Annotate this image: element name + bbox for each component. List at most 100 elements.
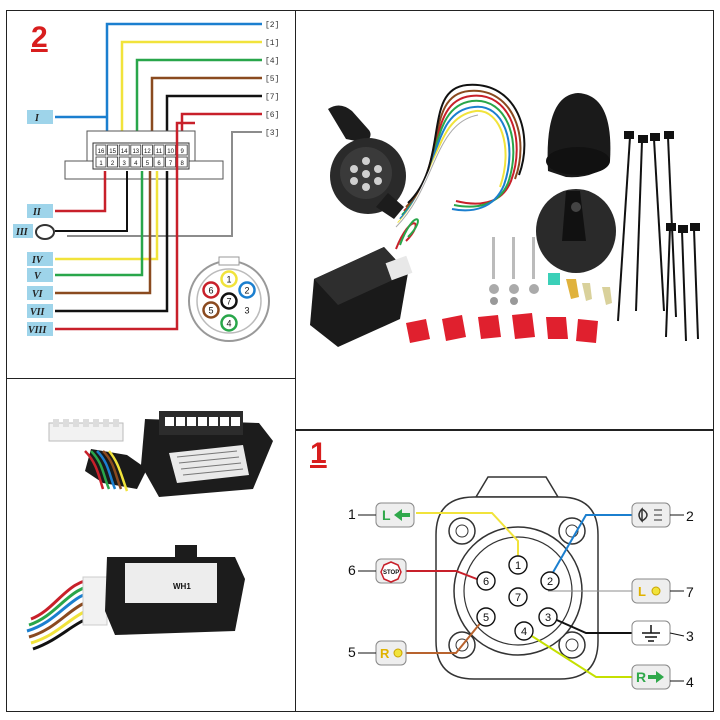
wire-VIII <box>55 121 195 331</box>
stop-text: STOP <box>383 570 399 576</box>
connector-label-3: [3] <box>265 129 279 138</box>
reverse-letter: R <box>380 646 390 661</box>
socket-pin-2 <box>238 281 256 299</box>
right-indicator-letter: R <box>636 669 646 685</box>
icon-fog-light <box>631 502 671 528</box>
module-pin-bottom-5 <box>141 156 153 168</box>
rubber-gasket <box>536 189 616 273</box>
ground-icon <box>642 625 660 642</box>
wire-blue-top <box>105 22 262 151</box>
module-pin-top-label: 11 <box>156 149 163 155</box>
connector-label-7: [7] <box>265 93 279 102</box>
module-pin-bottom-2 <box>107 156 118 168</box>
main-pin-7 <box>508 587 528 607</box>
module-pin-top-13 <box>130 144 142 156</box>
connector-label-1: [1] <box>265 39 279 48</box>
module-pin-bottom-1 <box>95 156 107 168</box>
stop-sign-icon <box>380 561 402 583</box>
callout-7: 7 <box>686 584 694 600</box>
connector-label-2: [2] <box>265 21 279 30</box>
callout-6: 6 <box>348 562 356 578</box>
wire-III <box>55 171 128 232</box>
main-pin-2 <box>540 571 560 591</box>
roman-labels: I II III IV V VI VII VIII <box>13 110 55 336</box>
main-pin-label-3: 3 <box>545 612 551 624</box>
main-pin-label-5: 5 <box>483 612 489 624</box>
roman-label-III: III <box>15 227 29 238</box>
main-pin-label-1: 1 <box>515 560 521 572</box>
module-pin-top-15 <box>107 144 118 156</box>
socket-pin-6 <box>202 281 220 299</box>
terminals <box>566 279 612 305</box>
callout-5: 5 <box>348 644 356 660</box>
left-indicator-letter: L <box>382 507 391 523</box>
callout-3: 3 <box>686 628 694 644</box>
panel-number-1: 1 <box>310 437 327 470</box>
module-pin-bottom-label: 6 <box>157 161 161 167</box>
module-photo-panel: WH1 <box>6 378 296 712</box>
connector-label-4: [4] <box>265 57 279 66</box>
main-pin-label-6: 6 <box>483 576 489 588</box>
module-pin-top-10 <box>165 144 177 156</box>
icon-ground <box>631 620 671 646</box>
module-pin-top-14 <box>118 144 130 156</box>
module-pin-top-label: 13 <box>132 149 139 155</box>
module-pin-top-label: 10 <box>167 149 174 155</box>
module-pin-bottom-7 <box>165 156 177 168</box>
main-pin-label-7: 7 <box>515 592 521 604</box>
module-pin-bottom-6 <box>153 156 165 168</box>
tail-letter: L <box>638 584 646 599</box>
cable-bundle <box>395 83 526 250</box>
socket-function-diagram: 1 2 3 4 5 6 7 L STOP R L <box>348 476 694 690</box>
socket-pin-3 <box>238 301 256 319</box>
icon-left-indicator: L <box>375 502 415 528</box>
module-pin-top-16 <box>95 144 107 156</box>
main-pin-1 <box>508 555 528 575</box>
main-pin-5 <box>476 607 496 627</box>
fuse <box>548 273 560 285</box>
module-illustration: WH1 <box>26 411 273 651</box>
roman-label-V: V <box>34 271 42 282</box>
ring-terminal <box>35 224 55 240</box>
main-pin-4 <box>514 621 534 641</box>
panel-number-2: 2 <box>31 21 48 54</box>
module-pin-top-label: 9 <box>181 149 185 155</box>
wire-VII <box>55 171 169 313</box>
bolts <box>489 237 539 305</box>
roman-label-I: I <box>34 113 40 124</box>
kit-photo-panel <box>295 10 714 430</box>
module-pin-top-label: 15 <box>109 149 116 155</box>
main-pin-label-4: 4 <box>521 626 527 638</box>
roman-label-IV: IV <box>31 255 44 266</box>
module-pin-bottom-4 <box>130 156 142 168</box>
sun-icon-tail <box>651 586 661 596</box>
module-pin-top-12 <box>141 144 153 156</box>
module-label-text: WH1 <box>173 582 191 591</box>
socket-pin-label-3: 3 <box>244 306 249 316</box>
callout-4: 4 <box>686 674 694 690</box>
module-pin-bottom-label: 1 <box>99 161 103 167</box>
left-arrow-icon <box>394 509 410 521</box>
rubber-cap <box>546 93 611 178</box>
socket-pin-7 <box>220 292 238 310</box>
socket-pins: 1 2 3 4 5 6 7 <box>476 555 560 641</box>
main-pin-3 <box>538 607 558 627</box>
right-arrow-icon <box>648 671 664 683</box>
wire-VI <box>55 171 152 295</box>
module-pin-bottom-label: 7 <box>169 161 173 167</box>
connector-label-5: [5] <box>265 75 279 84</box>
icon-right-indicator: R <box>631 664 671 690</box>
roman-label-VI: VI <box>32 289 44 300</box>
wire-II <box>55 171 107 213</box>
socket-functions-panel: 1 1 2 3 4 5 6 7 <box>295 430 714 712</box>
fog-light-icon <box>638 507 643 523</box>
main-pin-label-2: 2 <box>547 576 553 588</box>
sun-icon-reverse <box>393 648 403 658</box>
module-pin-bottom-label: 4 <box>134 161 138 167</box>
socket-pin-5 <box>202 301 220 319</box>
module-pin-top-label: 16 <box>98 149 105 155</box>
